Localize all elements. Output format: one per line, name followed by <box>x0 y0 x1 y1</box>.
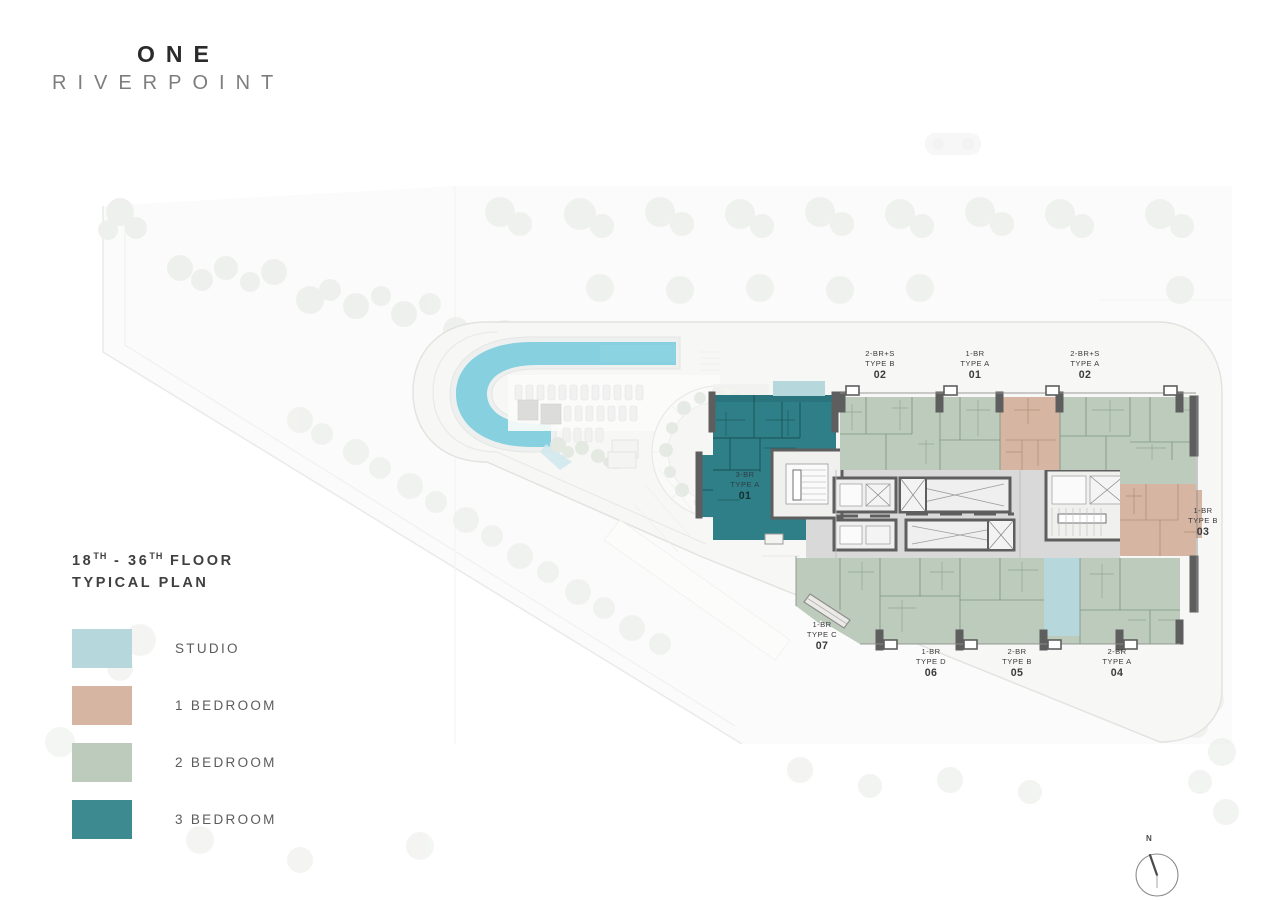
unit-variant: TYPE A <box>730 479 760 489</box>
unit-number: 06 <box>924 667 938 680</box>
unit-number: 01 <box>738 490 752 503</box>
unit-variant: TYPE A <box>1070 358 1100 368</box>
unit-number: 01 <box>968 369 982 382</box>
tower-entry-step <box>764 533 784 545</box>
studio-strip-north <box>773 381 825 396</box>
pool-deck-loungers <box>508 351 720 469</box>
unit-type: 1-BR <box>965 349 985 358</box>
unit-type: 3-BR <box>735 470 755 479</box>
legend-swatch-1-bedroom <box>72 685 132 725</box>
unit-variant: TYPE A <box>960 358 990 368</box>
unit-number: 03 <box>1196 526 1210 539</box>
unit-number: 05 <box>1010 667 1024 680</box>
unit-variant: TYPE B <box>865 358 895 368</box>
unit-variant: TYPE A <box>1102 656 1132 666</box>
unit-1br-type-b-03 <box>1120 484 1202 556</box>
legend-swatch-2-bedroom <box>72 742 132 782</box>
compass-north-label: N <box>1146 834 1153 843</box>
unit-variant: TYPE C <box>806 629 838 639</box>
legend-item-1-bedroom: 1 BEDROOM <box>72 685 362 725</box>
brand-logo: ONE RIVERPOINT <box>50 42 370 94</box>
legend-item-studio: STUDIO <box>72 628 362 668</box>
unit-variant: TYPE B <box>1002 656 1032 666</box>
tower-floor-plate <box>695 381 1202 651</box>
unit-type: 2-BR+S <box>1070 349 1100 358</box>
unit-type: 2-BR <box>1007 647 1027 656</box>
units-2br-south <box>796 558 1180 644</box>
legend-item-3-bedroom: 3 BEDROOM <box>72 799 362 839</box>
legend-label-2-bedroom: 2 BEDROOM <box>175 754 277 770</box>
legend-label-studio: STUDIO <box>175 640 240 656</box>
unit-number: 02 <box>873 369 887 382</box>
legend-swatch-studio <box>72 628 132 668</box>
legend-rows: STUDIO 1 BEDROOM 2 BEDROOM 3 BEDROOM <box>72 628 362 839</box>
legend-swatch-3-bedroom <box>72 799 132 839</box>
unit-number: 04 <box>1110 667 1124 680</box>
unit-variant: TYPE B <box>1188 515 1218 525</box>
legend-title-line-2: TYPICAL PLAN <box>72 575 209 592</box>
unit-type: 2-BR+S <box>865 349 895 358</box>
brand-line-one: ONE <box>137 41 220 67</box>
unit-variant: TYPE D <box>915 656 947 666</box>
unit-type: 1-BR <box>921 647 941 656</box>
legend-label-3-bedroom: 3 BEDROOM <box>175 811 277 827</box>
unit-type: 1-BR <box>1193 506 1213 515</box>
site-paving <box>603 519 800 661</box>
north-compass-graphic <box>1135 853 1179 897</box>
unit-number: 02 <box>1078 369 1092 382</box>
unit-type: 2-BR <box>1107 647 1127 656</box>
studio-unit-south <box>1044 558 1080 636</box>
legend-label-1-bedroom: 1 BEDROOM <box>175 697 277 713</box>
plan-legend: 18TH - 36TH FLOOR TYPICAL PLAN STUDIO 1 … <box>72 550 362 857</box>
structural-walls <box>695 391 1199 651</box>
entry-canopy <box>803 593 851 629</box>
legend-item-2-bedroom: 2 BEDROOM <box>72 742 362 782</box>
north-compass: N <box>1134 834 1180 892</box>
brand-line-two: RIVERPOINT <box>52 72 285 95</box>
unit-number: 07 <box>815 640 829 653</box>
unit-1br-type-a-01-shape <box>1000 397 1060 470</box>
legend-title: 18TH - 36TH FLOOR TYPICAL PLAN <box>72 550 362 595</box>
units-2br-north <box>840 397 1196 470</box>
legend-title-line-1: 18TH - 36TH FLOOR <box>72 551 234 569</box>
unit-type: 1-BR <box>812 620 832 629</box>
unit-2br-east-mid <box>1120 460 1196 484</box>
